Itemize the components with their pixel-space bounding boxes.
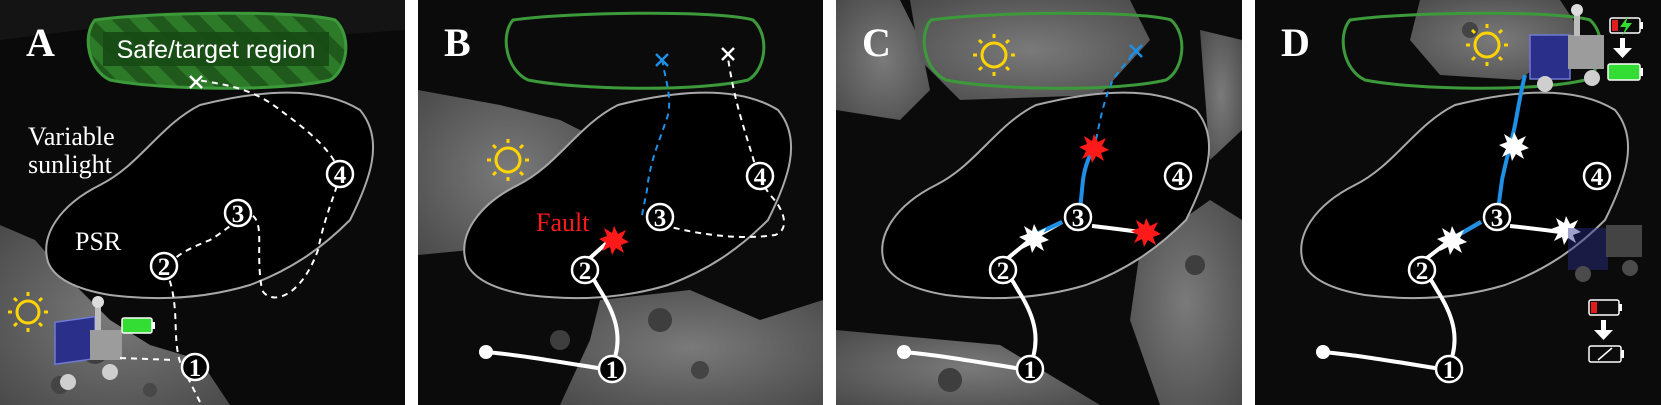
psr-outline (45, 91, 374, 299)
svg-text:3: 3 (654, 205, 667, 232)
psr-outline (1300, 91, 1629, 299)
battery-low-icon (1588, 299, 1622, 316)
waypoint-3: 3 (645, 202, 675, 232)
original-path (662, 57, 785, 238)
panel-d: D (1255, 0, 1661, 405)
target-x-icon (1129, 44, 1143, 58)
svg-text:4: 4 (1591, 164, 1604, 191)
waypoint-1: 1 (180, 352, 210, 382)
battery-empty-icon (1588, 345, 1624, 363)
rover-icon (1529, 4, 1604, 92)
target-x-icon (189, 75, 203, 89)
waypoint-2: 2 (988, 255, 1018, 285)
svg-text:2: 2 (997, 258, 1010, 285)
replanned-path (641, 57, 671, 216)
psr-outline (463, 91, 792, 299)
traversed-blue-path (1496, 74, 1527, 211)
waypoint-2: 2 (1407, 255, 1437, 285)
battery-full-icon (1607, 63, 1643, 81)
waypoint-3: 3 (1482, 202, 1512, 232)
down-arrow-icon (1613, 38, 1632, 58)
panel-b: B Fault 1 2 3 4 (418, 0, 823, 405)
sun-icon (973, 34, 1015, 76)
charging-bolt-icon (1620, 16, 1632, 36)
svg-text:1: 1 (1024, 357, 1037, 384)
waypoint-2: 2 (570, 255, 600, 285)
waypoint-3: 3 (223, 198, 253, 228)
rover-icon (1568, 225, 1642, 282)
waypoint-1: 1 (1015, 354, 1045, 384)
svg-text:1: 1 (606, 357, 619, 384)
waypoint-1: 1 (597, 354, 627, 384)
svg-text:2: 2 (1416, 258, 1429, 285)
start-point (1316, 345, 1330, 359)
waypoint-4: 4 (745, 161, 775, 191)
safe-target-region-label: Safe/target region (117, 36, 316, 64)
variable-sunlight-line1: Variable (28, 122, 115, 151)
svg-text:3: 3 (232, 201, 245, 228)
svg-text:2: 2 (579, 258, 592, 285)
sun-icon (487, 139, 529, 181)
psr-label: PSR (75, 227, 122, 256)
psr-outline (881, 91, 1210, 299)
panel-letter-c: C (862, 20, 891, 65)
svg-text:1: 1 (189, 355, 202, 382)
waypoint-1: 1 (1434, 354, 1464, 384)
svg-text:4: 4 (1172, 164, 1185, 191)
svg-text:3: 3 (1072, 205, 1085, 232)
fault-label: Fault (536, 208, 590, 237)
svg-text:3: 3 (1491, 205, 1504, 232)
waypoint-2: 2 (149, 251, 179, 281)
panel-letter-b: B (444, 20, 471, 65)
start-point (897, 345, 911, 359)
waypoint-4: 4 (1163, 161, 1193, 191)
start-point (479, 345, 493, 359)
panel-letter-d: D (1281, 20, 1310, 65)
battery-low-icon (1609, 17, 1643, 34)
sun-icon (1466, 24, 1508, 66)
waypoint-3: 3 (1063, 202, 1093, 232)
svg-text:1: 1 (1443, 357, 1456, 384)
rover-icon (54, 296, 122, 390)
target-region (922, 11, 1184, 90)
panel-letter-a: A (26, 20, 55, 65)
sun-icon (8, 292, 48, 332)
target-x-icon (655, 53, 669, 67)
target-region (504, 11, 766, 90)
svg-text:4: 4 (754, 164, 767, 191)
waypoint-4: 4 (1582, 161, 1612, 191)
down-arrow-icon (1594, 320, 1613, 340)
battery-full-icon (121, 317, 155, 334)
svg-text:4: 4 (334, 162, 347, 189)
variable-sunlight-line2: sunlight (28, 150, 113, 179)
panel-a: Safe/target region A Variable sunlight P… (0, 0, 405, 405)
traversed-path (485, 264, 620, 373)
target-x-icon (721, 47, 735, 61)
panel-c: C 1 2 3 4 (836, 0, 1242, 405)
waypoint-4: 4 (325, 159, 355, 189)
svg-text:2: 2 (158, 254, 171, 281)
